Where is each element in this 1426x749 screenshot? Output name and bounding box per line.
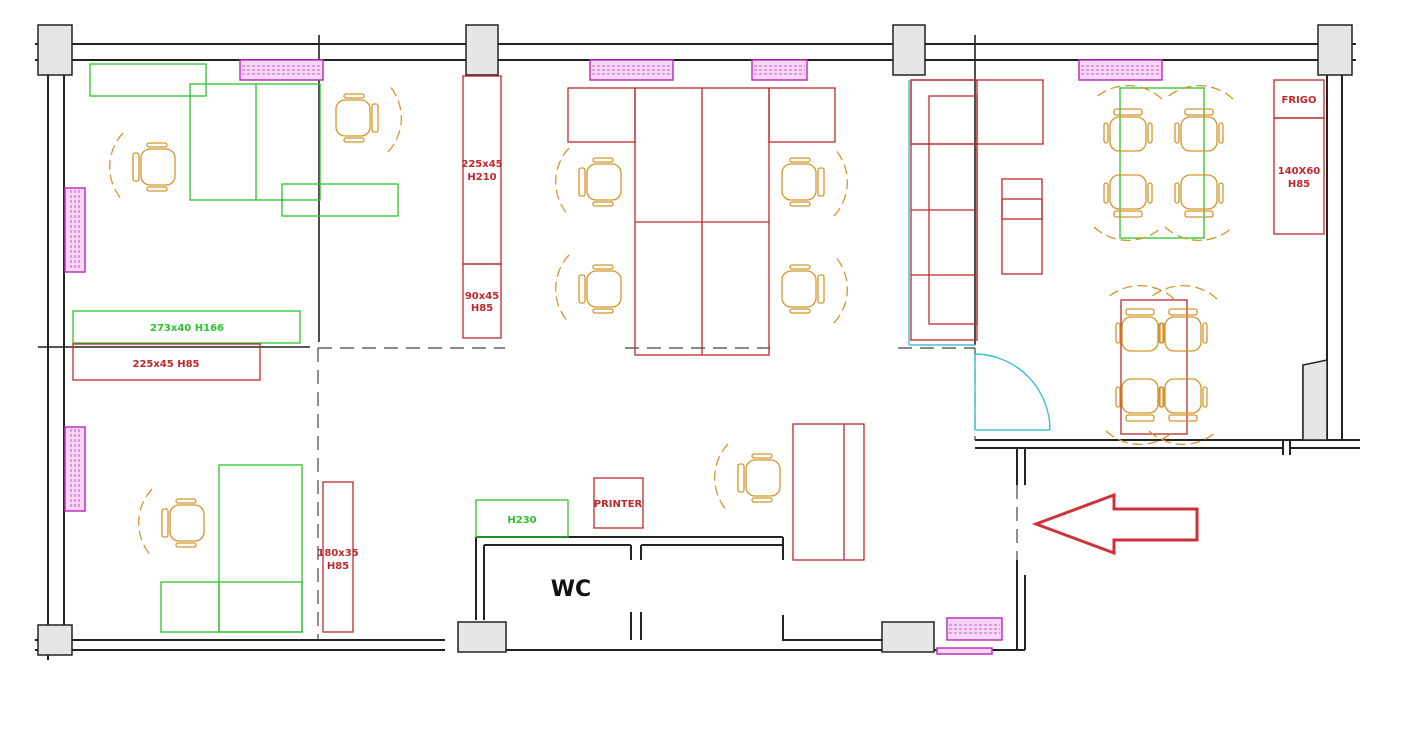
cabinet-225 (72, 343, 261, 381)
office-chair-icon (781, 147, 848, 217)
cabinet-low-label-2: H85 (471, 303, 493, 314)
desk-return (160, 581, 303, 633)
shelf-273 (72, 310, 301, 344)
office-chair-icon (1093, 85, 1163, 152)
fridge-cabinet-label-1: 140X60 (1278, 166, 1321, 177)
entrance-arrow-icon (1031, 492, 1199, 556)
cabinet-180-label-1: 180x35 (317, 548, 358, 559)
office-chair-icon (1164, 174, 1234, 241)
cabinet-low-label-1: 90x45 (465, 291, 499, 302)
printer-label: PRINTER (594, 499, 643, 510)
cabinet-low (462, 263, 502, 339)
dashed-partitions (317, 347, 1018, 640)
cabinet-tall (462, 75, 502, 265)
radiators (64, 59, 1163, 655)
walls (35, 30, 1360, 660)
reception-desk (792, 423, 865, 561)
radiator-icon (1078, 59, 1163, 81)
office-chair-icon (1105, 285, 1175, 352)
office-chair-icon (1093, 174, 1163, 241)
radiator-icon (589, 59, 674, 81)
office-chair-icon (138, 488, 205, 558)
kitchen-stool (1001, 178, 1043, 275)
office-chair-icon (1164, 85, 1234, 152)
fridge-cabinet-label-2: H85 (1288, 179, 1310, 190)
kitchen-table-1 (1119, 87, 1205, 239)
office-chair-icon (781, 254, 848, 324)
radiator-icon (239, 59, 324, 81)
shelf-top-left-side (281, 183, 399, 217)
labels: 225x45 H210 90x45 H85 273x40 H166 225x45… (132, 95, 1320, 602)
office-chair-icon (109, 132, 176, 202)
columns (37, 24, 1353, 656)
green-furniture (72, 63, 1205, 633)
cabinet-tall-label-1: 225x45 (461, 159, 502, 170)
red-furniture (72, 75, 1325, 633)
shelf-h230 (475, 499, 569, 538)
shelf-273-label: 273x40 H166 (150, 323, 224, 334)
kitchen-table-2 (1120, 299, 1188, 435)
office-chair-icon (1148, 285, 1218, 352)
cabinet-180-label-2: H85 (327, 561, 349, 572)
desk-bottom-left (218, 464, 303, 633)
office-chair-icon (714, 443, 781, 513)
cabinet-tall-label-2: H210 (467, 172, 496, 183)
office-chair-icon (1148, 378, 1218, 445)
office-chair-icon (555, 254, 622, 324)
cabinet-180 (322, 481, 354, 633)
frigo-label: FRIGO (1282, 95, 1317, 106)
radiator-fins (70, 65, 1160, 634)
shelf-top-left (89, 63, 207, 97)
office-chair-icon (335, 83, 402, 153)
fridge-cabinet (1273, 117, 1325, 235)
shelf-h230-label: H230 (507, 515, 536, 526)
desk-top-left (189, 83, 321, 201)
printer (593, 477, 644, 529)
cabinet-225-label: 225x45 H85 (132, 359, 199, 370)
chairs (109, 83, 1234, 558)
office-chair-icon (1105, 378, 1175, 445)
office-chair-icon (555, 147, 622, 217)
wc-label: WC (551, 577, 591, 602)
door (908, 80, 1051, 431)
